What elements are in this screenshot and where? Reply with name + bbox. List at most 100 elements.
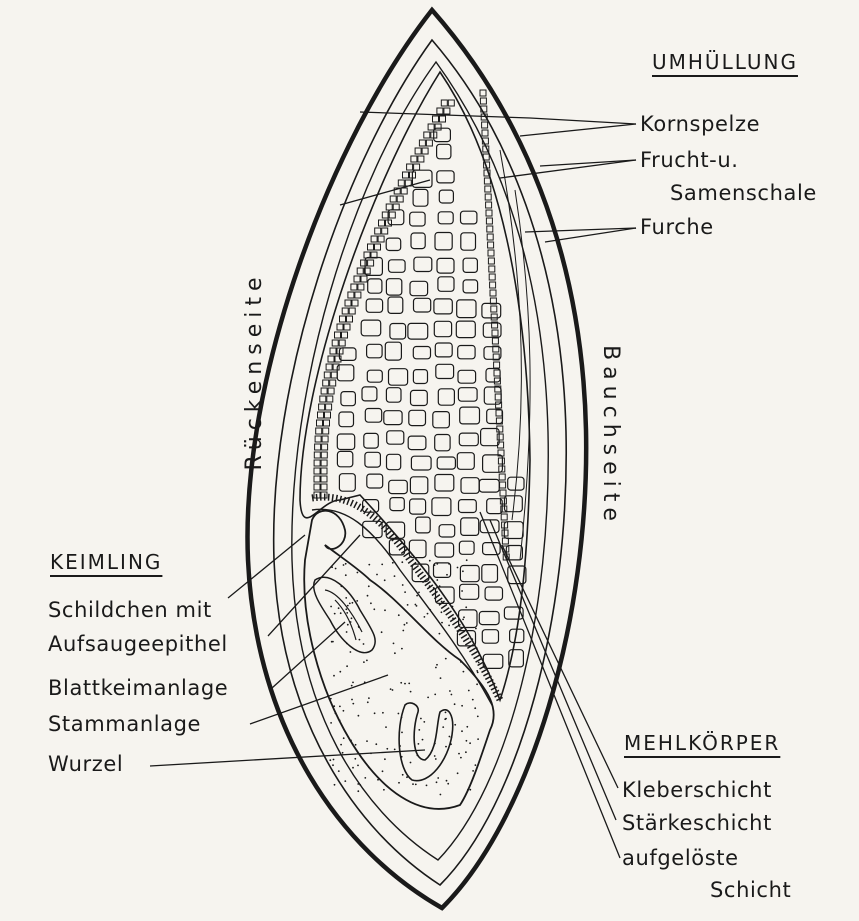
stipple-dot (462, 570, 464, 572)
stipple-dot (339, 720, 341, 722)
starch-cell (435, 543, 454, 557)
stipple-dot (435, 758, 437, 760)
aleurone-cell (407, 164, 413, 170)
stipple-dot (394, 575, 396, 577)
stipple-dot (333, 675, 335, 677)
starch-cell (367, 370, 382, 382)
aleurone-cell (326, 404, 332, 410)
starch-cell (480, 520, 499, 533)
stipple-dot (398, 782, 400, 784)
stipple-dot (357, 790, 359, 792)
aleurone-cell (330, 348, 336, 354)
aleurone-cell (322, 444, 328, 450)
stipple-dot (448, 563, 450, 565)
stipple-dot (449, 736, 451, 738)
starch-cell (438, 277, 454, 292)
label-furche: Furche (640, 217, 714, 238)
starch-cell (413, 189, 428, 206)
stipple-dot (436, 579, 438, 581)
stipple-dot (466, 726, 468, 728)
stipple-dot (345, 608, 347, 610)
starch-cell (461, 478, 479, 494)
stipple-dot (442, 726, 444, 728)
stipple-dot (408, 683, 410, 685)
embryo-stippling (329, 559, 479, 795)
aleurone-cell (322, 436, 328, 442)
aleurone-cell (498, 458, 504, 464)
starch-cell (463, 280, 478, 293)
stipple-dot (354, 758, 356, 760)
stipple-dot (346, 631, 348, 633)
starch-cell (389, 369, 408, 386)
stipple-dot (357, 783, 359, 785)
stipple-dot (478, 662, 480, 664)
aleurone-cell (441, 100, 447, 106)
aleurone-cell (332, 340, 338, 346)
stipple-dot (351, 699, 353, 701)
stipple-dot (422, 739, 424, 741)
aleurone-cell (489, 266, 495, 272)
stipple-dot (368, 564, 370, 566)
starch-cell (368, 279, 382, 293)
stipple-dot (428, 577, 430, 579)
starch-cell (460, 407, 480, 424)
starch-cell (459, 500, 477, 513)
starch-cell (461, 233, 476, 250)
stipple-dot (429, 609, 431, 611)
aleurone-cell (375, 244, 381, 250)
stipple-dot (335, 568, 337, 570)
stipple-dot (368, 697, 370, 699)
starch-cell (485, 587, 502, 600)
aleurone-cell (339, 340, 345, 346)
starch-cell (486, 369, 500, 383)
stipple-dot (465, 606, 467, 608)
stipple-dot (460, 757, 462, 759)
starch-cell (362, 387, 377, 401)
stipple-dot (350, 651, 352, 653)
aleurone-cell (491, 306, 497, 312)
aleurone-cell (495, 394, 501, 400)
stipple-dot (427, 613, 429, 615)
aleurone-cell (321, 484, 327, 490)
starch-cell (439, 190, 453, 203)
starch-cell (389, 260, 406, 273)
starch-cell (460, 566, 479, 582)
stipple-dot (383, 789, 385, 791)
stipple-dot (351, 685, 353, 687)
aleurone-cell (368, 260, 374, 266)
starch-cell (458, 388, 477, 402)
starch-cell (337, 434, 354, 450)
stipple-dot (468, 690, 470, 692)
stipple-dot (458, 753, 460, 755)
stipple-dot (436, 563, 438, 565)
starch-cell (439, 525, 455, 537)
stipple-dot (367, 595, 369, 597)
stipple-dot (461, 590, 463, 592)
starch-cell (390, 324, 406, 340)
starch-cell (385, 342, 401, 360)
starch-cell (410, 281, 428, 295)
starch-cell (361, 320, 381, 336)
aleurone-cell (321, 460, 327, 466)
stipple-dot (401, 756, 403, 758)
stipple-dot (341, 585, 343, 587)
stipple-dot (452, 606, 454, 608)
stipple-dot (436, 664, 438, 666)
starch-cell (437, 457, 455, 469)
stipple-dot (476, 647, 478, 649)
starch-cell (461, 211, 477, 224)
stipple-dot (441, 622, 443, 624)
stipple-dot (370, 602, 372, 604)
starch-cell (436, 364, 454, 378)
aleurone-cell (401, 188, 407, 194)
stipple-dot (359, 639, 361, 641)
stipple-dot (402, 630, 404, 632)
aleurone-cell (496, 410, 502, 416)
aleurone-cell (314, 452, 320, 458)
starch-cell (411, 233, 425, 249)
stipple-dot (404, 591, 406, 593)
starch-cell (386, 388, 401, 403)
starch-cell (457, 453, 474, 470)
stipple-dot (437, 777, 439, 779)
stipple-dot (342, 752, 344, 754)
